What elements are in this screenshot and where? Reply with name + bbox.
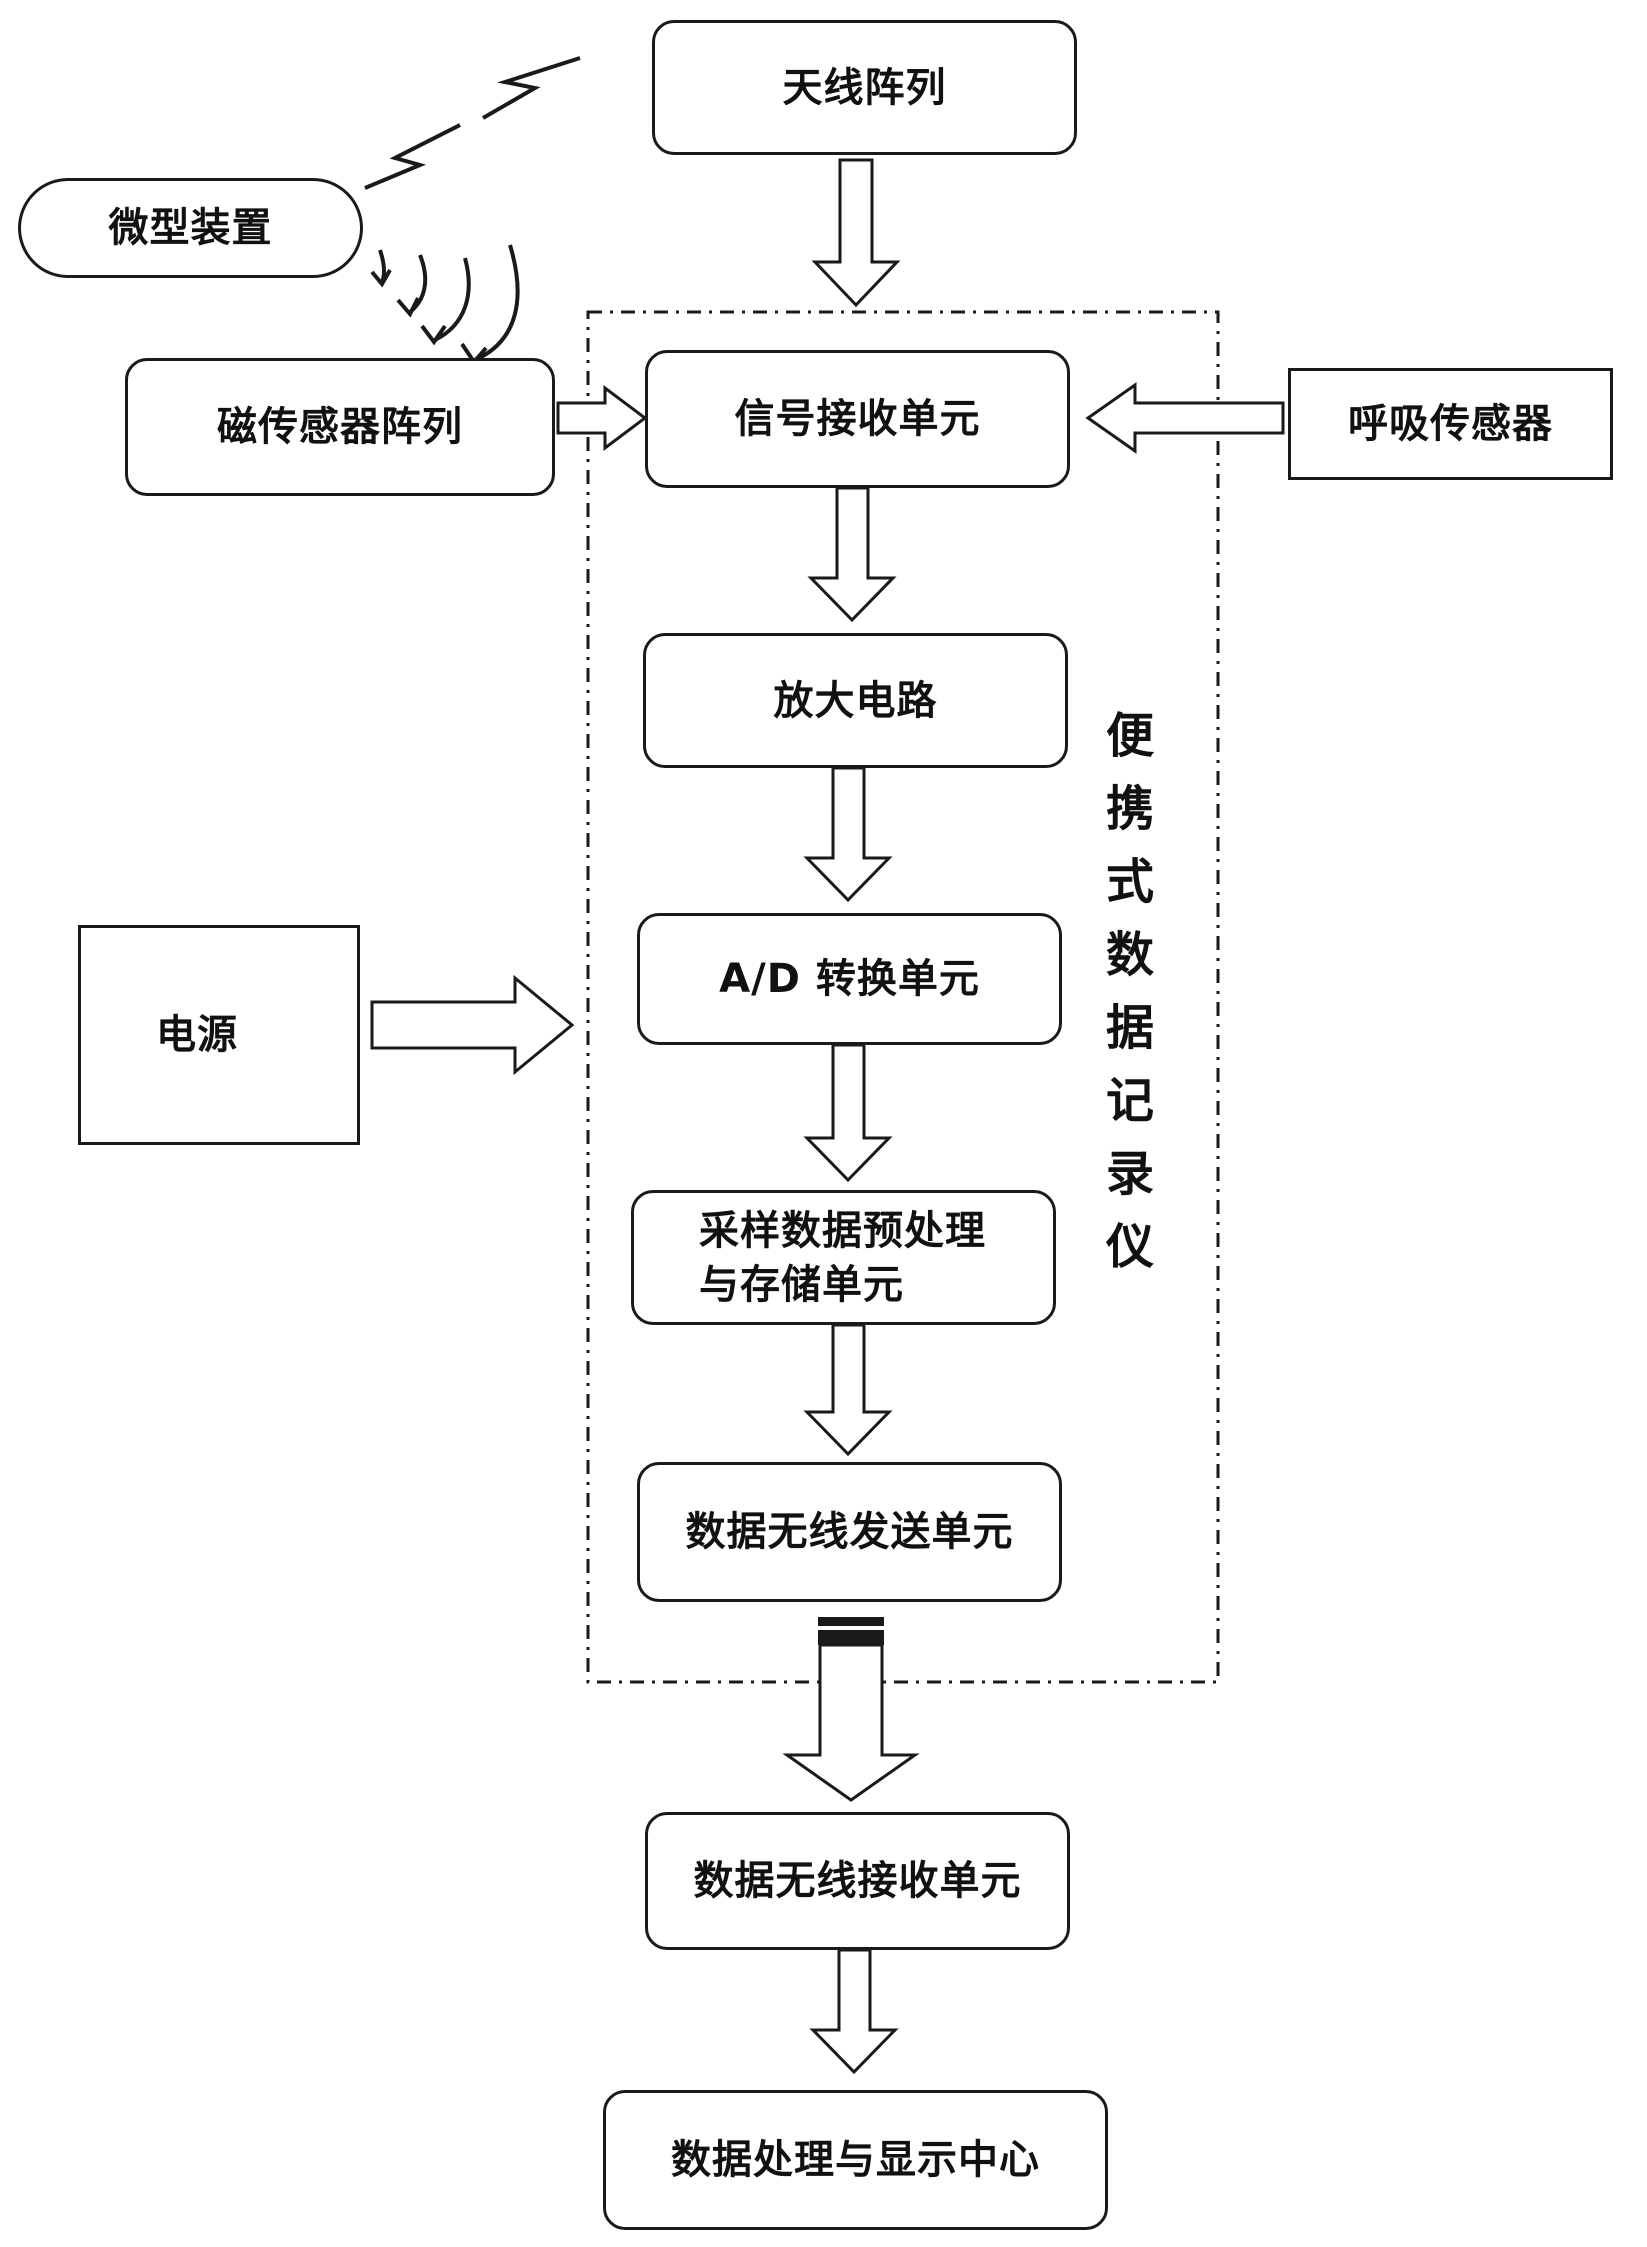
arrow-antenna-to-receiver bbox=[811, 158, 901, 308]
wireless-receive-node: 数据无线接收单元 bbox=[645, 1812, 1070, 1950]
magnetic-field-curve bbox=[474, 244, 520, 362]
recorder-label-char: 录 bbox=[1105, 1146, 1154, 1202]
wireless-send-label: 数据无线发送单元 bbox=[685, 1509, 1014, 1555]
ad-converter-label: A/D 转换单元 bbox=[719, 956, 980, 1002]
portable-recorder-label: 便 携 式 数 据 记 录 仪 bbox=[1100, 700, 1160, 1284]
power-supply-label: 电源 bbox=[156, 1012, 238, 1058]
magnetic-field-curve bbox=[378, 249, 387, 283]
recorder-label-char: 式 bbox=[1105, 854, 1154, 910]
amplifier-label: 放大电路 bbox=[773, 677, 938, 724]
wireless-signal-icon bbox=[364, 123, 461, 190]
arrow-receive-to-center bbox=[809, 1948, 899, 2075]
arrow-cap bbox=[818, 1617, 884, 1645]
arrow-ad-to-preprocess bbox=[803, 1043, 893, 1183]
antenna-array-node: 天线阵列 bbox=[652, 20, 1077, 155]
arrow-amplifier-to-ad bbox=[803, 766, 893, 903]
arrow-preprocess-to-send bbox=[803, 1323, 893, 1457]
amplifier-node: 放大电路 bbox=[643, 633, 1068, 768]
magnetic-sensor-array-label: 磁传感器阵列 bbox=[217, 404, 463, 450]
recorder-label-char: 携 bbox=[1105, 781, 1154, 837]
ad-converter-node: A/D 转换单元 bbox=[637, 913, 1062, 1045]
arrow-send-to-receive bbox=[782, 1643, 920, 1802]
processing-center-node: 数据处理与显示中心 bbox=[603, 2090, 1108, 2230]
preprocess-storage-node: 采样数据预处理 与存储单元 bbox=[631, 1190, 1056, 1325]
preprocess-label-line1: 采样数据预处理 bbox=[699, 1207, 986, 1254]
wireless-send-node: 数据无线发送单元 bbox=[637, 1462, 1062, 1602]
arrowhead-icon bbox=[420, 324, 447, 346]
arrow-cap-line bbox=[818, 1626, 884, 1630]
signal-receiver-node: 信号接收单元 bbox=[645, 350, 1070, 488]
recorder-label-char: 据 bbox=[1105, 1000, 1154, 1056]
recorder-label-char: 记 bbox=[1105, 1073, 1154, 1129]
portable-recorder-boundary bbox=[586, 310, 1220, 1684]
wireless-receive-label: 数据无线接收单元 bbox=[693, 1858, 1022, 1904]
magnetic-field-curve bbox=[434, 257, 471, 342]
micro-device-node: 微型装置 bbox=[18, 178, 363, 278]
arrowhead-icon bbox=[370, 269, 392, 288]
breath-sensor-node: 呼吸传感器 bbox=[1288, 368, 1613, 480]
recorder-label-char: 数 bbox=[1105, 927, 1154, 983]
antenna-array-label: 天线阵列 bbox=[782, 64, 947, 111]
magnetic-sensor-array-node: 磁传感器阵列 bbox=[125, 358, 555, 496]
power-supply-node: 电源 bbox=[78, 925, 360, 1145]
arrowhead-icon bbox=[396, 297, 420, 318]
arrow-magnetic-to-receiver bbox=[556, 385, 648, 451]
recorder-label-char: 仪 bbox=[1105, 1219, 1154, 1275]
micro-device-label: 微型装置 bbox=[108, 205, 273, 251]
preprocess-label-line2: 与存储单元 bbox=[699, 1261, 904, 1308]
arrow-power-to-recorder bbox=[370, 974, 575, 1076]
processing-center-label: 数据处理与显示中心 bbox=[671, 2137, 1040, 2183]
arrow-receiver-to-amplifier bbox=[807, 486, 897, 623]
recorder-label-char: 便 bbox=[1105, 708, 1154, 764]
arrow-breath-to-receiver bbox=[1085, 382, 1285, 454]
breath-sensor-label: 呼吸传感器 bbox=[1348, 401, 1553, 447]
wireless-signal-icon bbox=[482, 56, 581, 120]
magnetic-field-curve bbox=[408, 254, 428, 314]
signal-receiver-label: 信号接收单元 bbox=[734, 396, 981, 442]
